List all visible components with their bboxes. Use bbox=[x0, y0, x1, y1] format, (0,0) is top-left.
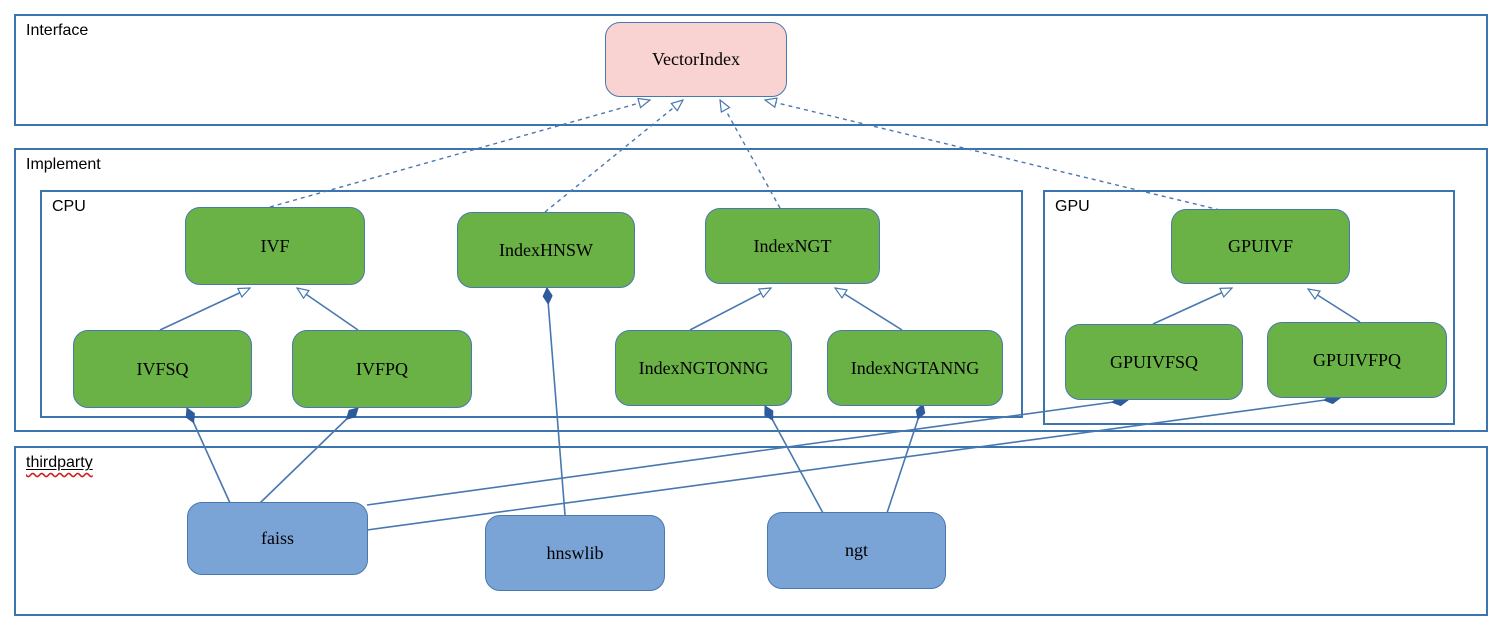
node-ivfsq-label: IVFSQ bbox=[136, 358, 189, 379]
node-hnswlib[interactable]: hnswlib bbox=[485, 515, 665, 591]
node-ivf[interactable]: IVF bbox=[185, 207, 365, 285]
node-hnswlib-label: hnswlib bbox=[546, 542, 604, 563]
container-implement-label: Implement bbox=[26, 156, 101, 173]
node-gpuivf-label: GPUIVF bbox=[1227, 236, 1293, 256]
container-thirdparty-label-text: thirdparty bbox=[26, 454, 93, 471]
node-indexhnsw[interactable]: IndexHNSW bbox=[457, 212, 635, 288]
node-gpuivf[interactable]: GPUIVF bbox=[1171, 209, 1350, 284]
node-ivfpq-label: IVFPQ bbox=[355, 358, 408, 379]
container-thirdparty-label: thirdparty bbox=[26, 454, 93, 472]
node-gpuivfpq-label: GPUIVFPQ bbox=[1312, 349, 1402, 370]
node-vectorindex-label: VectorIndex bbox=[652, 49, 740, 69]
node-gpuivfsq[interactable]: GPUIVFSQ bbox=[1065, 324, 1243, 400]
container-interface-label: Interface bbox=[26, 22, 89, 39]
node-vectorindex[interactable]: VectorIndex bbox=[605, 22, 787, 97]
container-cpu-label: CPU bbox=[52, 198, 86, 215]
node-gpuivfpq[interactable]: GPUIVFPQ bbox=[1267, 322, 1447, 398]
node-indexngtonng[interactable]: IndexNGTONNG bbox=[615, 330, 792, 406]
node-faiss-label: faiss bbox=[261, 528, 294, 548]
node-faiss[interactable]: faiss bbox=[187, 502, 368, 575]
node-ivfsq[interactable]: IVFSQ bbox=[73, 330, 252, 408]
node-indexngt-label: IndexNGT bbox=[753, 235, 832, 256]
node-indexhnsw-label: IndexHNSW bbox=[499, 239, 593, 260]
node-indexngtanng[interactable]: IndexNGTANNG bbox=[827, 330, 1003, 406]
node-indexngtanng-label: IndexNGTANNG bbox=[850, 357, 980, 378]
node-ivfpq[interactable]: IVFPQ bbox=[292, 330, 472, 408]
container-gpu-label: GPU bbox=[1055, 198, 1090, 215]
node-indexngt[interactable]: IndexNGT bbox=[705, 208, 880, 284]
node-indexngtonng-label: IndexNGTONNG bbox=[638, 357, 769, 378]
node-ngt-label: ngt bbox=[844, 540, 868, 560]
node-ivf-label: IVF bbox=[260, 235, 290, 256]
node-gpuivfsq-label: GPUIVFSQ bbox=[1109, 351, 1199, 372]
node-ngt[interactable]: ngt bbox=[767, 512, 946, 589]
